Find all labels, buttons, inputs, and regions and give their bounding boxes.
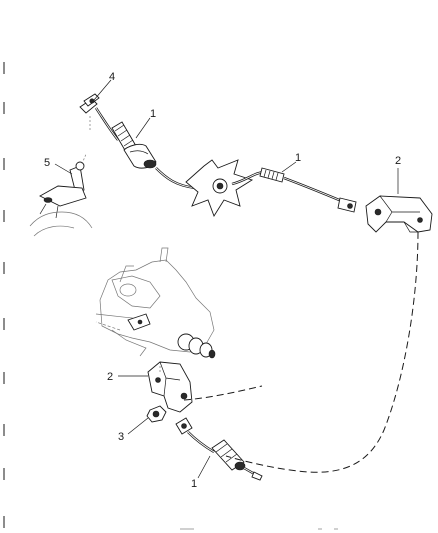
callout-2-upper: 2 bbox=[395, 155, 401, 167]
callout-1-lower: 1 bbox=[191, 478, 197, 490]
callout-3: 3 bbox=[118, 431, 124, 443]
lower-cable-end bbox=[175, 417, 193, 435]
cable-end-clip bbox=[79, 93, 100, 114]
cable-end-right bbox=[337, 197, 357, 213]
cable-adjuster bbox=[123, 143, 157, 169]
cable-sleeve bbox=[111, 121, 137, 153]
shifter-lever bbox=[29, 161, 93, 237]
nut bbox=[146, 405, 167, 423]
callout-1-middle: 1 bbox=[295, 152, 301, 164]
threaded-end bbox=[259, 167, 285, 183]
lower-cable-sleeve bbox=[211, 439, 246, 471]
callout-1-upper: 1 bbox=[150, 108, 156, 120]
transmission-output bbox=[177, 333, 216, 359]
cable-routing-path bbox=[183, 231, 419, 473]
lower-bracket bbox=[147, 361, 193, 413]
upper-shift-cable bbox=[79, 93, 357, 218]
grommet-plate bbox=[185, 159, 254, 218]
transmission bbox=[95, 247, 216, 359]
callout-4: 4 bbox=[109, 71, 115, 83]
callout-5: 5 bbox=[44, 157, 50, 169]
lower-shift-cable bbox=[175, 417, 263, 481]
callout-2-lower: 2 bbox=[107, 371, 113, 383]
upper-bracket bbox=[365, 195, 433, 233]
leader-lines bbox=[54, 79, 399, 479]
